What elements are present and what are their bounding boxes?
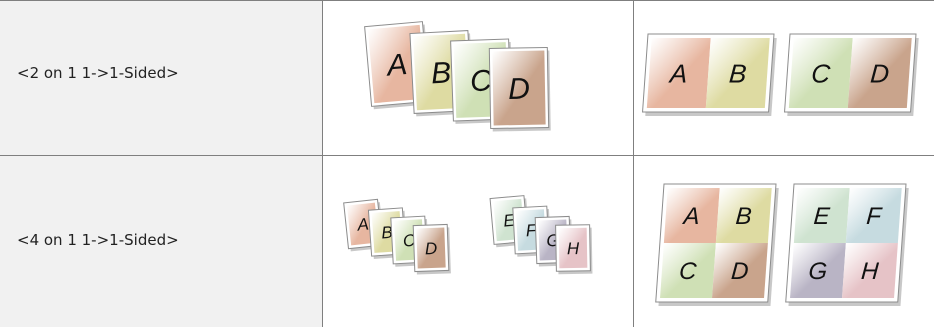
page-letter: E bbox=[813, 203, 832, 230]
column-divider bbox=[322, 0, 323, 327]
combined-sheet-icon: A B C D bbox=[655, 184, 779, 306]
page-d-icon: D bbox=[489, 47, 550, 131]
page-letter: B bbox=[430, 56, 452, 90]
page-h-icon: H bbox=[556, 225, 593, 275]
page-letter: A bbox=[384, 48, 409, 83]
page-letter: H bbox=[567, 239, 580, 258]
page-letter: B bbox=[735, 203, 753, 230]
page-letter: C bbox=[678, 258, 698, 285]
row-label: <2 on 1 1->1-Sided> bbox=[17, 64, 179, 82]
page-letter: D bbox=[508, 73, 530, 106]
page-letter: D bbox=[869, 58, 890, 88]
page-letter: D bbox=[730, 258, 749, 285]
page-d-icon: D bbox=[413, 224, 451, 274]
column-divider bbox=[633, 0, 634, 327]
page-letter: H bbox=[860, 258, 880, 285]
page-letter: A bbox=[667, 58, 688, 88]
row-divider bbox=[0, 0, 934, 1]
row-label-cell: <2 on 1 1->1-Sided> bbox=[0, 0, 322, 155]
page-letter: G bbox=[808, 258, 829, 285]
page-letter: C bbox=[810, 58, 831, 88]
row-label: <4 on 1 1->1-Sided> bbox=[17, 231, 179, 249]
page-letter: B bbox=[728, 58, 747, 88]
page-letter: A bbox=[355, 215, 369, 235]
row-divider bbox=[0, 155, 934, 156]
page-letter: D bbox=[425, 239, 438, 258]
row-label-cell: <4 on 1 1->1-Sided> bbox=[0, 156, 322, 327]
page-letter: A bbox=[681, 203, 701, 230]
